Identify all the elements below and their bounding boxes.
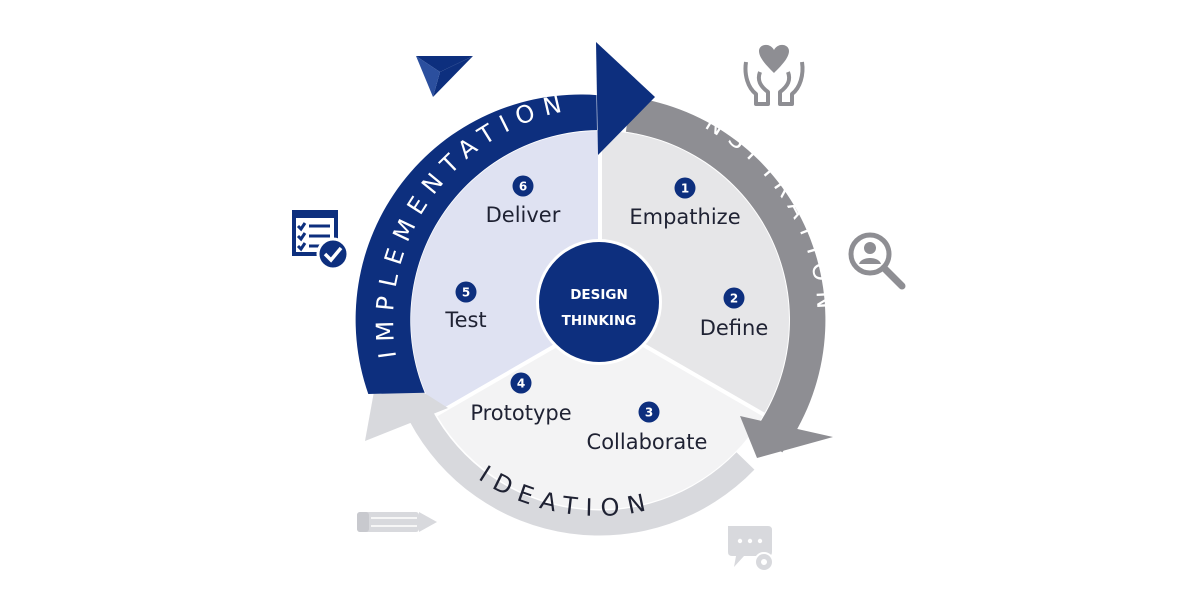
implementation-arrow — [355, 42, 655, 394]
step-badge — [723, 287, 745, 309]
step-label: Collaborate — [587, 430, 708, 454]
step-deliver: 6 Deliver — [486, 175, 561, 227]
step-label: Deliver — [486, 203, 561, 227]
user-search-icon — [848, 232, 906, 290]
checklist-icon — [292, 210, 350, 271]
step-number: 2 — [730, 292, 738, 306]
paper-plane-icon — [416, 56, 473, 97]
pencil-icon — [357, 512, 437, 532]
step-number: 5 — [462, 286, 470, 300]
step-collaborate: 3 Collaborate — [587, 401, 708, 454]
step-badge — [510, 372, 532, 394]
chat-gear-icon — [728, 526, 774, 572]
step-number: 6 — [519, 180, 527, 194]
step-label: Empathize — [629, 205, 740, 229]
center-title-line2: THINKING — [562, 313, 637, 329]
step-prototype: 4 Prototype — [470, 372, 572, 425]
step-badge — [512, 175, 534, 197]
step-label: Test — [444, 308, 486, 332]
center-title-line1: DESIGN — [570, 287, 628, 303]
step-badge — [638, 401, 660, 423]
step-empathize: 1 Empathize — [629, 177, 741, 229]
step-number: 1 — [681, 182, 689, 196]
step-define: 2 Define — [700, 287, 769, 340]
step-label: Define — [700, 316, 769, 340]
sector-empathize-define — [600, 130, 790, 415]
step-test: 5 Test — [444, 281, 487, 332]
step-badge — [455, 281, 477, 303]
step-number: 4 — [517, 377, 525, 391]
inspiration-arrow — [625, 97, 833, 458]
heart-hands-icon — [743, 44, 805, 106]
step-badge — [674, 177, 696, 199]
center-circle-fill — [539, 242, 659, 362]
step-number: 3 — [645, 406, 653, 420]
step-label: Prototype — [470, 401, 571, 425]
